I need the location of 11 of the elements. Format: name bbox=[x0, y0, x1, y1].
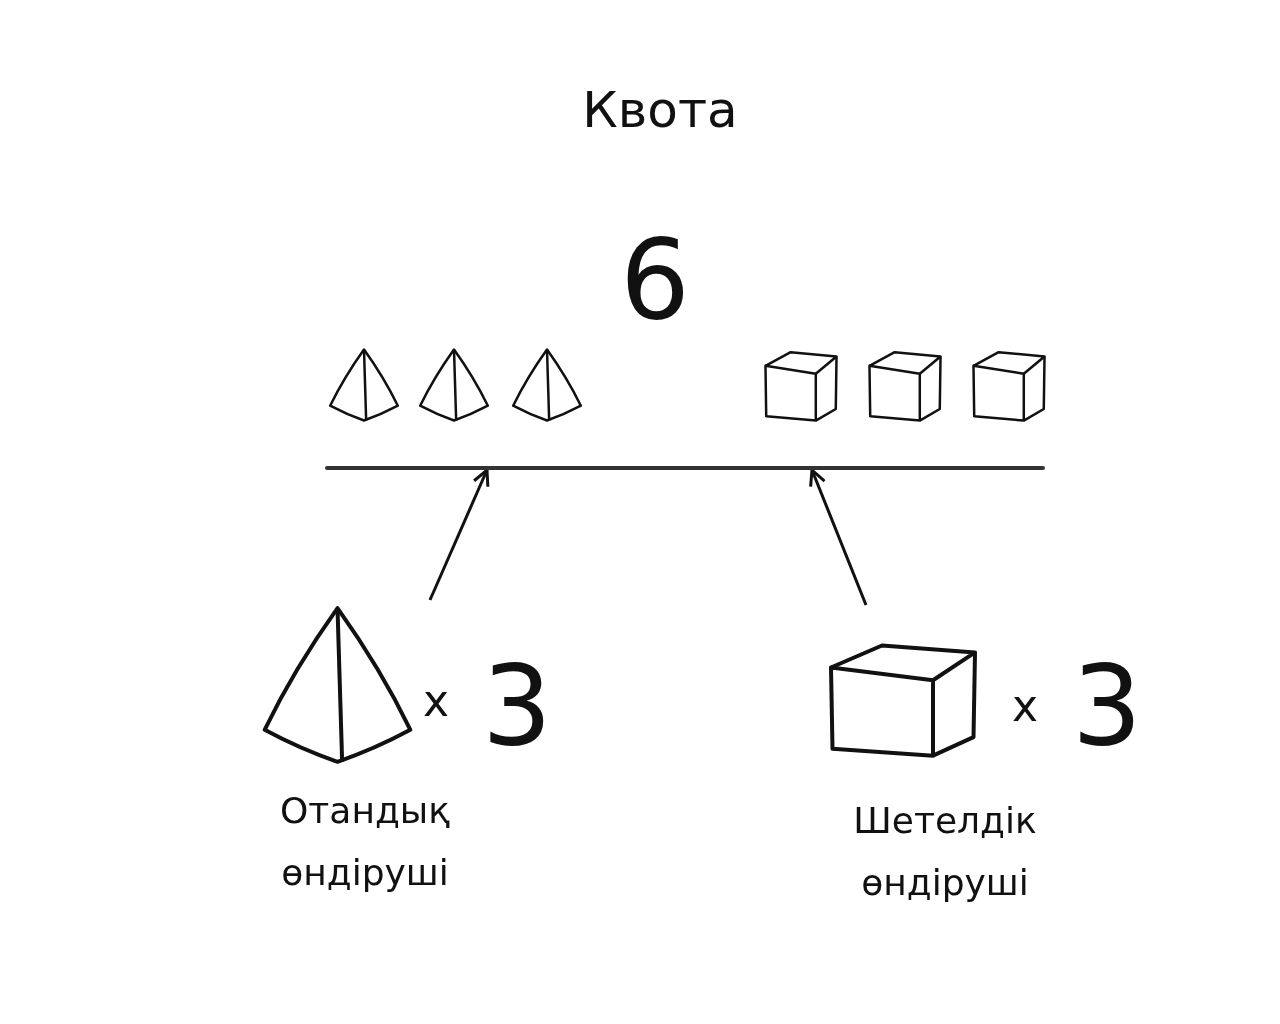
producer-label: Шетелдік өндіруші bbox=[852, 799, 1038, 905]
quantity-number: 3 bbox=[1072, 641, 1142, 772]
multiply-sign: x bbox=[423, 675, 450, 728]
quota-number: 6 bbox=[619, 215, 691, 345]
quantity-number: 3 bbox=[482, 641, 552, 772]
quota-line bbox=[325, 466, 1045, 470]
title: Квота bbox=[581, 80, 739, 141]
producer-label: Отандық өндіруші bbox=[279, 789, 451, 895]
multiply-sign: x bbox=[1012, 680, 1039, 733]
arrow bbox=[809, 468, 868, 606]
arrow bbox=[428, 468, 490, 601]
